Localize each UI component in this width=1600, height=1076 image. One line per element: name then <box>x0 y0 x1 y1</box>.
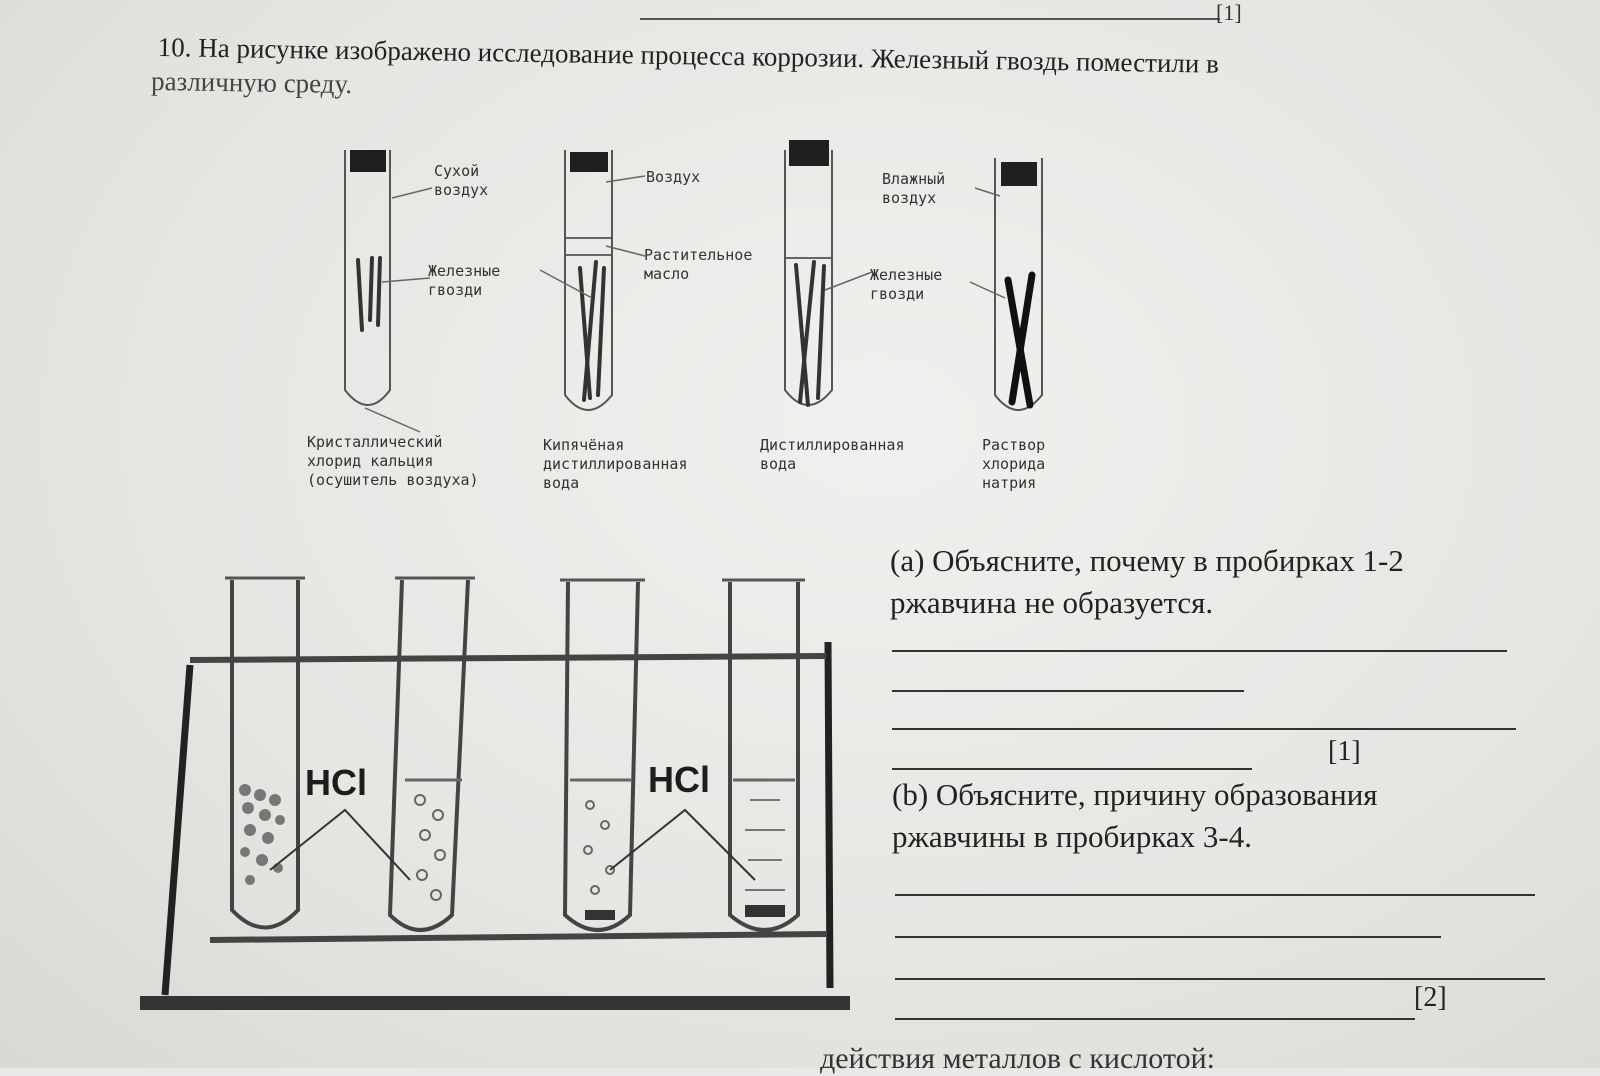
nail <box>798 260 816 404</box>
stopper-3 <box>789 140 829 166</box>
rack-tube-3 <box>562 581 640 932</box>
rack-bottom-bar <box>209 931 827 943</box>
previous-score-mark: [1] <box>1216 0 1242 25</box>
rusty-nail <box>1008 271 1036 406</box>
answer-line[interactable] <box>892 728 1516 730</box>
label-nacl-solution: Раствор хлорида натрия <box>982 436 1046 492</box>
answer-line[interactable] <box>895 1018 1415 1020</box>
answer-line[interactable] <box>895 894 1535 896</box>
part-a-question: (a) Объясните, почему в пробирках 1-2 рж… <box>890 540 1404 624</box>
tube-1 <box>344 150 391 406</box>
part-a-line1: (a) Объясните, почему в пробирках 1-2 <box>890 543 1404 578</box>
answer-line[interactable] <box>895 978 1545 980</box>
rack-tube-1 <box>230 580 300 930</box>
label-distilled-water: Дистиллированная вода <box>760 436 905 473</box>
stopper-1 <box>350 150 386 172</box>
label-iron-nails-2: Железные гвозди <box>870 266 943 303</box>
tube-4 <box>994 158 1043 411</box>
label-moist-air: Влажный воздух <box>882 170 946 207</box>
nail <box>356 258 364 332</box>
label-air: Воздух <box>646 168 701 186</box>
part-a-line2: ржавчина не образуется. <box>890 585 1214 620</box>
nail <box>816 264 826 400</box>
label-calcium-chloride: Кристаллический хлорид кальция (осушител… <box>307 433 479 489</box>
part-b-question: (b) Объясните, причину образования ржавч… <box>892 774 1378 858</box>
label-boiled-water: Кипячёная дистиллированная вода <box>543 436 688 492</box>
part-b-line1: (b) Объясните, причину образования <box>892 777 1378 812</box>
rack-leg-right <box>824 641 834 989</box>
tube-2 <box>564 150 613 411</box>
part-a-score: [1] <box>1328 736 1361 767</box>
previous-answer-line <box>640 18 1220 20</box>
hcl-label-2: HCl <box>648 759 710 800</box>
answer-line[interactable] <box>892 650 1507 652</box>
rack-leg-left <box>161 664 194 996</box>
rack-base <box>140 996 850 1010</box>
label-dry-air: Сухой воздух <box>434 162 489 199</box>
nail <box>578 266 592 400</box>
label-iron-nails-1: Железные гвозди <box>428 262 501 299</box>
stopper-4 <box>1001 162 1037 186</box>
part-b-score: [2] <box>1414 982 1447 1013</box>
nail <box>596 266 606 397</box>
label-vegetable-oil: Растительное масло <box>644 246 753 283</box>
hcl-label-1: HCl <box>305 762 367 803</box>
answer-line[interactable] <box>895 936 1441 938</box>
next-question-cut-text: действия металлов с кислотой: <box>820 1042 1215 1075</box>
rack-tube-4 <box>728 582 800 932</box>
nail <box>794 263 810 407</box>
part-b-line2: ржавчины в пробирках 3-4. <box>892 819 1252 854</box>
rack-tube-2 <box>387 579 470 932</box>
nail <box>376 256 382 327</box>
nail <box>368 256 374 322</box>
answer-line[interactable] <box>892 690 1244 692</box>
nail <box>582 260 598 402</box>
answer-line[interactable] <box>892 768 1252 770</box>
stopper-2 <box>570 152 608 172</box>
